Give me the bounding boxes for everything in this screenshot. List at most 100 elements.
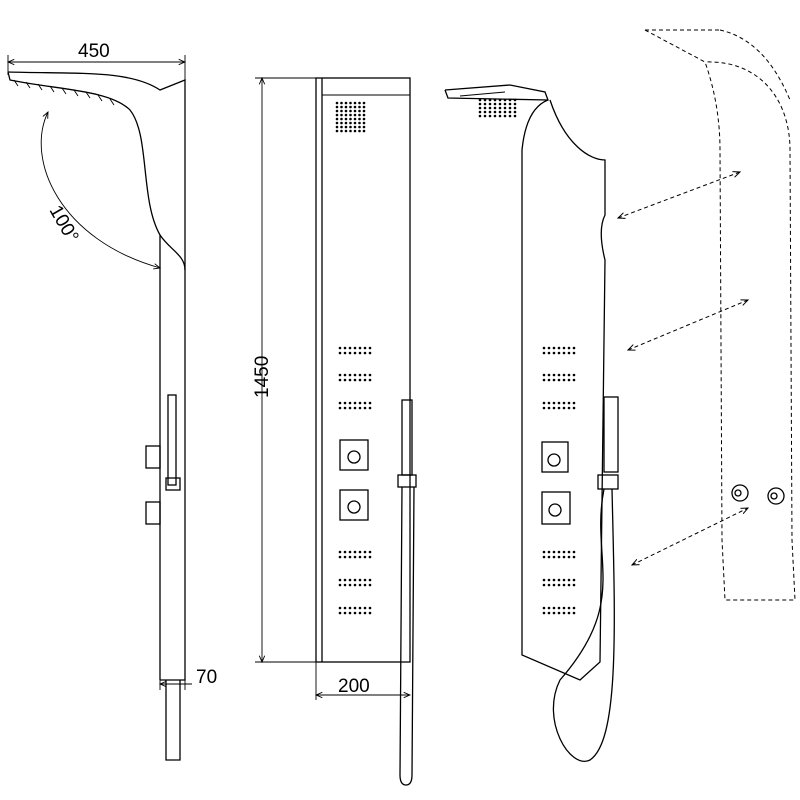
body-jet	[572, 611, 576, 615]
head-nozzle	[349, 101, 352, 105]
body-jet	[567, 550, 571, 554]
body-jet	[368, 583, 372, 587]
body-jet	[562, 401, 566, 405]
mount-arrow-3	[632, 508, 748, 565]
body-jet	[353, 583, 357, 587]
body-jet	[368, 606, 372, 610]
head-nozzle	[503, 110, 507, 114]
body-jet	[567, 373, 571, 377]
head-nozzle	[344, 129, 348, 133]
body-jet	[343, 606, 347, 610]
body-jet	[547, 578, 551, 582]
head-nozzle	[362, 105, 366, 109]
mount-arrow-1	[618, 172, 740, 218]
head-nozzle	[362, 101, 366, 105]
body-jet	[552, 550, 556, 554]
head-nozzle	[498, 102, 502, 106]
head-nozzle	[488, 106, 492, 110]
body-jet	[562, 578, 566, 582]
body-jet	[368, 578, 372, 582]
body-jet	[557, 346, 561, 350]
head-nozzle	[335, 109, 339, 113]
body-jet	[348, 611, 352, 615]
head-nozzle	[358, 105, 361, 109]
body-jet	[348, 550, 352, 554]
body-jet	[547, 550, 551, 554]
head-nozzle	[340, 129, 343, 133]
head-nozzle	[478, 98, 482, 102]
head-nozzle	[488, 98, 492, 102]
body-jet	[353, 555, 357, 559]
body-jet	[368, 346, 372, 350]
body-jet	[557, 401, 561, 405]
body-jet	[358, 550, 362, 554]
body-jet	[572, 378, 576, 382]
head-nozzle	[349, 113, 352, 117]
body-jet	[368, 611, 372, 615]
head-nozzle	[358, 101, 361, 105]
perspective-hose	[552, 488, 615, 762]
head-nozzle	[493, 106, 497, 110]
side-knob-1	[145, 445, 161, 469]
body-jet	[358, 406, 362, 410]
body-jet	[567, 401, 571, 405]
body-jet	[338, 606, 342, 610]
body-jet	[343, 611, 347, 615]
body-jet	[542, 378, 546, 382]
body-jet	[547, 351, 551, 355]
head-nozzle	[508, 114, 512, 118]
head-nozzle	[349, 129, 352, 133]
head-nozzle	[353, 105, 357, 109]
body-jet	[363, 555, 367, 559]
body-jet	[542, 351, 546, 355]
head-nozzle	[478, 102, 482, 106]
body-jet	[363, 401, 367, 405]
body-jet	[562, 406, 566, 410]
head-nozzle	[358, 117, 361, 121]
body-jet	[363, 583, 367, 587]
head-nozzle	[513, 106, 517, 110]
head-nozzle	[353, 113, 357, 117]
body-jet	[557, 373, 561, 377]
body-jet	[542, 578, 546, 582]
side-head-nozzles	[13, 79, 115, 106]
body-jet	[343, 550, 347, 554]
head-nozzle	[513, 114, 517, 118]
body-jet	[358, 555, 362, 559]
head-nozzle	[335, 117, 339, 121]
body-jet	[368, 351, 372, 355]
body-jet	[348, 373, 352, 377]
body-jet	[363, 378, 367, 382]
head-nozzle	[335, 113, 339, 117]
body-jet	[338, 351, 342, 355]
body-jet	[547, 555, 551, 559]
head-nozzle	[498, 98, 502, 102]
body-jet	[343, 373, 347, 377]
body-jet	[338, 555, 342, 559]
body-jet	[368, 373, 372, 377]
body-jet	[363, 373, 367, 377]
head-nozzle	[478, 106, 482, 110]
body-jet	[562, 351, 566, 355]
head-nozzle	[362, 125, 366, 129]
head-nozzle	[344, 125, 348, 129]
head-nozzle	[344, 105, 348, 109]
body-jet	[542, 346, 546, 350]
body-jet	[557, 351, 561, 355]
head-nozzle	[353, 121, 357, 125]
head-nozzle	[335, 125, 339, 129]
body-jet	[358, 346, 362, 350]
body-jet	[552, 346, 556, 350]
body-jet	[562, 606, 566, 610]
head-nozzle	[335, 121, 339, 125]
body-jet	[338, 378, 342, 382]
body-jet	[557, 578, 561, 582]
wall-mounting-view	[618, 29, 796, 601]
body-jet	[353, 606, 357, 610]
head-nozzle	[353, 129, 357, 133]
body-jet	[572, 606, 576, 610]
head-nozzle	[508, 98, 512, 102]
body-jet	[552, 583, 556, 587]
perspective-knob-2	[541, 491, 571, 525]
head-nozzle	[344, 113, 348, 117]
